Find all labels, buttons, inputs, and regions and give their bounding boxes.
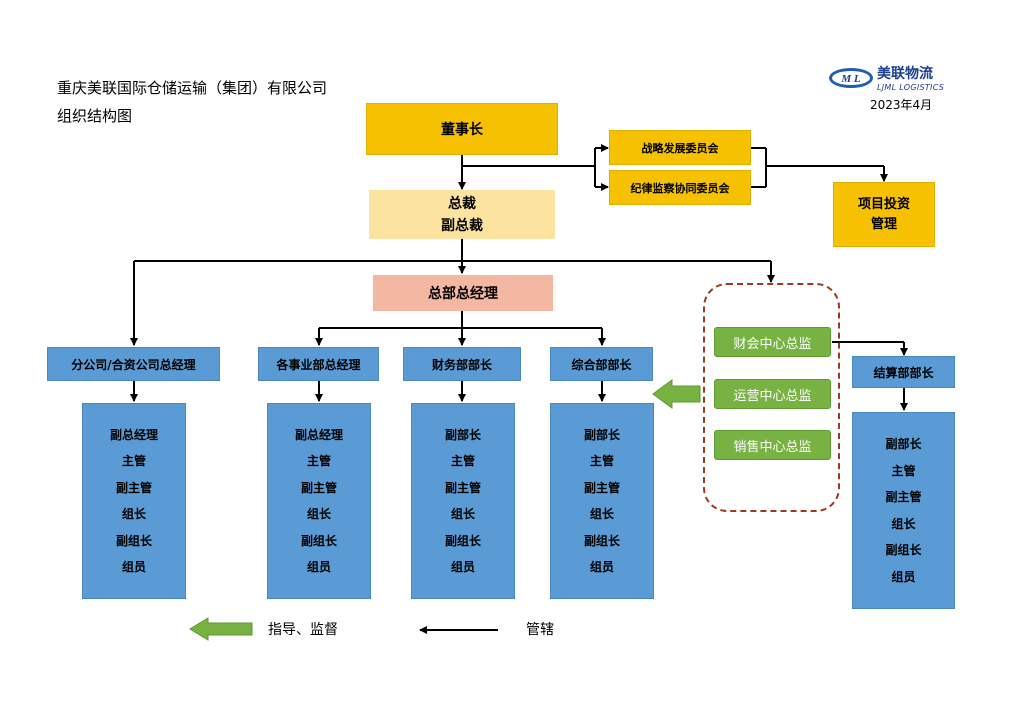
list-item: 组员 [589,560,614,574]
sales-center-label: 销售中心总监 [733,439,812,455]
list-item: 组长 [450,507,475,521]
sales-center-box: 销售中心总监 [714,430,831,460]
branch-gm-box: 分公司/合资公司总经理 [47,347,220,381]
hq-gm-box: 总部总经理 [373,275,553,311]
list-item: 副部长 [444,427,481,442]
branch-gm-label: 分公司/合资公司总经理 [71,357,196,372]
chart-date: 2023年4月 [870,98,933,112]
list-item: 副主管 [583,480,620,495]
strategy-committee-label: 战略发展委员会 [641,141,719,155]
project-investment-box: 项目投资 管理 [833,182,935,247]
guide-arrow [652,379,701,409]
centers-group [703,283,840,512]
list-item: 组员 [450,560,475,574]
project-investment-line1: 项目投资 [857,196,910,212]
list-item: 副主管 [444,480,481,495]
finance-dept-box: 财务部部长 [403,347,521,381]
general-dept-box: 综合部部长 [550,347,653,381]
operations-center-label: 运营中心总监 [733,388,812,404]
list-item: 组长 [589,507,614,521]
list-item: 副主管 [115,480,152,495]
hq-gm-label: 总部总经理 [428,286,498,302]
project-investment-line2: 管理 [870,216,897,232]
list-item: 副部长 [583,427,620,442]
strategy-committee-box: 战略发展委员会 [609,130,751,165]
logo-en: LJML LOGISTICS [877,83,945,92]
logo-mark: M L [840,73,861,85]
branch-staff-list: 副总经理 主管 副主管 组长 副组长 组员 [82,403,186,599]
list-item: 组员 [891,569,916,584]
list-item: 副组长 [300,533,337,548]
list-item: 主管 [589,454,614,468]
settlement-dept-box: 结算部部长 [852,356,955,388]
list-item: 副主管 [300,480,337,495]
general-dept-label: 综合部部长 [571,357,632,372]
logo-cn: 美联物流 [877,66,933,82]
chairman-label: 董事长 [441,122,483,138]
chart-subtitle: 组织结构图 [57,107,133,125]
chairman-box: 董事长 [366,103,558,155]
operations-center-box: 运营中心总监 [714,379,831,409]
list-item: 组长 [891,516,916,531]
legend-guide-arrow [189,617,253,641]
list-item: 副组长 [583,533,620,548]
settlement-dept-label: 结算部部长 [873,365,934,380]
finance-center-label: 财会中心总监 [733,336,812,352]
general-staff-list: 副部长 主管 副主管 组长 副组长 组员 [550,403,654,599]
division-gm-label: 各事业部总经理 [276,357,361,372]
list-item: 副组长 [444,533,481,548]
list-item: 副总经理 [109,427,158,442]
logo-icon: M L [828,66,874,90]
list-item: 主管 [306,454,331,468]
list-item: 副组长 [115,533,152,548]
list-item: 主管 [450,454,475,468]
list-item: 组长 [306,507,331,521]
list-item: 主管 [121,454,146,468]
discipline-committee-box: 纪律监察协同委员会 [609,170,751,205]
discipline-committee-label: 纪律监察协同委员会 [630,181,730,195]
division-gm-box: 各事业部总经理 [258,347,379,381]
list-item: 副主管 [885,490,922,504]
finance-staff-list: 副部长 主管 副主管 组长 副组长 组员 [411,403,515,599]
list-item: 主管 [891,463,916,478]
president-label: 总裁 [448,195,476,212]
vice-president-label: 副总裁 [441,217,483,234]
division-staff-list: 副总经理 主管 副主管 组长 副组长 组员 [267,403,371,599]
finance-center-box: 财会中心总监 [714,327,831,357]
company-title: 重庆美联国际仓储运输（集团）有限公司 [57,79,328,97]
president-box: 总裁 副总裁 [369,190,555,239]
legend-guide-label: 指导、监督 [268,622,338,638]
finance-dept-label: 财务部部长 [431,357,492,372]
list-item: 组员 [306,560,331,574]
settlement-staff-list: 副部长 主管 副主管 组长 副组长 组员 [852,412,955,609]
list-item: 副组长 [885,543,922,557]
list-item: 副总经理 [294,427,343,442]
legend-manage-label: 管辖 [526,622,554,638]
list-item: 副部长 [885,437,922,451]
list-item: 组员 [121,560,146,574]
list-item: 组长 [121,507,146,521]
